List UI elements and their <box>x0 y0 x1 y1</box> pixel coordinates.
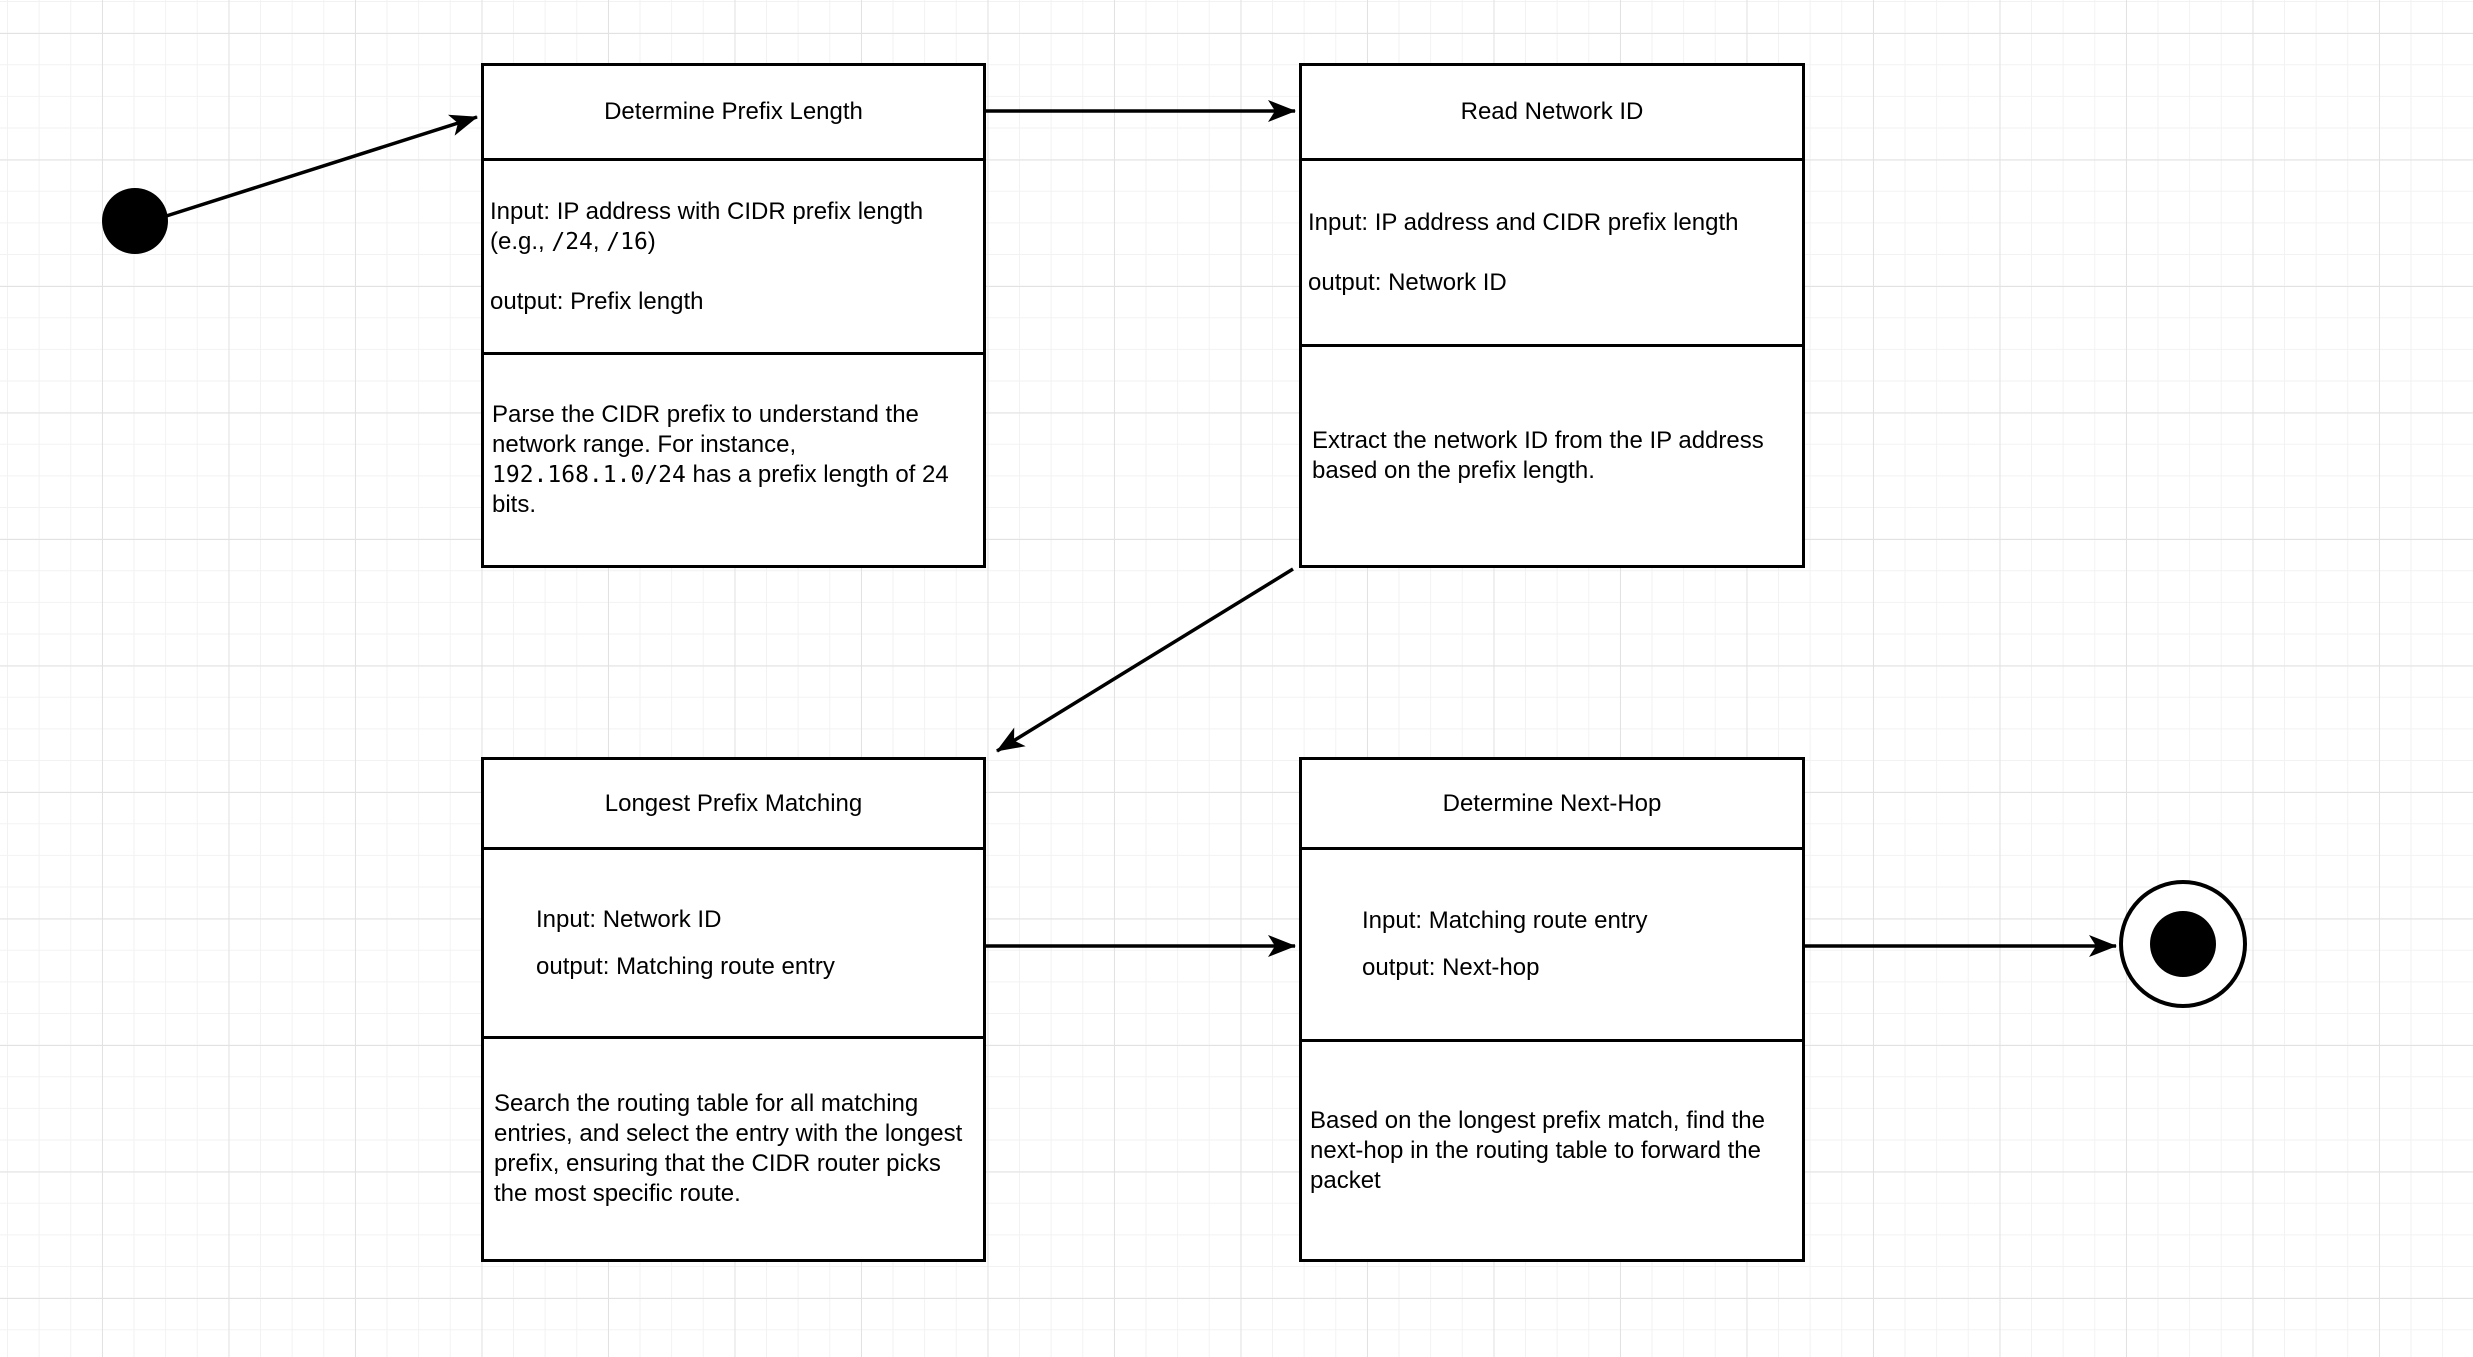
node-description-section: Extract the network ID from the IP addre… <box>1302 347 1802 565</box>
node-io-section: Input: Matching route entry output: Next… <box>1302 850 1802 1042</box>
edge-read-network-id-to-longest-prefix-matching[interactable] <box>996 567 1294 753</box>
activity-node-determine-next-hop[interactable]: Determine Next-Hop Input: Matching route… <box>1299 757 1805 1262</box>
node-title: Read Network ID <box>1302 66 1802 161</box>
node-io-section: Input: IP address and CIDR prefix length… <box>1302 161 1802 347</box>
activity-node-read-network-id[interactable]: Read Network ID Input: IP address and CI… <box>1299 63 1805 568</box>
node-io-section: Input: Network ID output: Matching route… <box>484 850 983 1039</box>
io-output-line: output: Next-hop <box>1362 954 1540 981</box>
node-description: Search the routing table for all matchin… <box>494 1090 963 1207</box>
node-description-section: Parse the CIDR prefix to understand the … <box>484 355 983 565</box>
node-description: Based on the longest prefix match, find … <box>1310 1106 1765 1194</box>
start-node[interactable] <box>102 188 168 254</box>
io-input-line: Input: IP address with CIDR prefix lengt… <box>490 197 924 255</box>
node-description: Parse the CIDR prefix to understand the … <box>492 401 949 518</box>
node-title: Longest Prefix Matching <box>484 760 983 850</box>
io-input-line: Input: Network ID <box>536 905 722 933</box>
activity-node-longest-prefix-matching[interactable]: Longest Prefix Matching Input: Network I… <box>481 757 986 1262</box>
activity-node-determine-prefix-length[interactable]: Determine Prefix Length Input: IP addres… <box>481 63 986 568</box>
node-io-section: Input: IP address with CIDR prefix lengt… <box>484 161 983 355</box>
node-description-section: Based on the longest prefix match, find … <box>1302 1042 1802 1259</box>
io-output-line: output: Network ID <box>1308 268 1507 296</box>
end-node[interactable] <box>2119 880 2247 1008</box>
mono-snippet: 192.168.1.0/24 <box>492 462 686 488</box>
mono-snippet: /16 <box>606 228 648 255</box>
edge-start-to-determine-prefix-length[interactable] <box>159 114 478 220</box>
io-output-line: output: Matching route entry <box>536 952 835 980</box>
io-output-line: output: Prefix length <box>490 287 704 315</box>
node-description: Extract the network ID from the IP addre… <box>1312 427 1764 484</box>
io-input-line: Input: Matching route entry <box>1362 907 1648 934</box>
node-title: Determine Next-Hop <box>1302 760 1802 850</box>
node-title: Determine Prefix Length <box>484 66 983 161</box>
io-input-line: Input: IP address and CIDR prefix length <box>1308 208 1739 236</box>
node-description-section: Search the routing table for all matchin… <box>484 1039 983 1259</box>
mono-snippet: /24 <box>551 228 593 255</box>
end-node-inner-circle <box>2150 911 2216 977</box>
